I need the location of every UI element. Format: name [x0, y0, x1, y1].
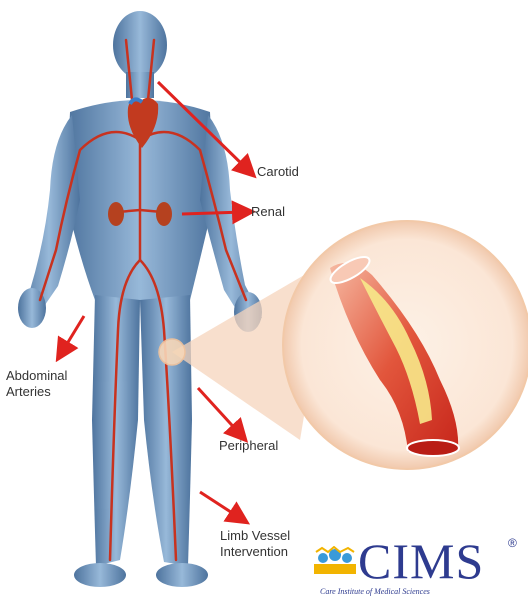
left-kidney: [108, 202, 124, 226]
magnified-spot: [159, 339, 185, 365]
cims-logo-text: CIMS: [358, 536, 484, 586]
label-renal: Renal: [251, 204, 285, 220]
arrow-abdominal: [62, 316, 84, 352]
label-abdominal-arteries: Abdominal Arteries: [6, 368, 86, 400]
arrow-peripheral: [198, 388, 240, 434]
cims-tagline: Care Institute of Medical Sciences: [320, 587, 430, 596]
label-carotid: Carotid: [257, 164, 299, 180]
arrow-renal: [182, 212, 244, 214]
label-peripheral: Peripheral: [219, 438, 278, 454]
label-limb-vessel-intervention: Limb Vessel Intervention: [220, 528, 320, 560]
arrow-limb: [200, 492, 240, 518]
right-kidney: [156, 202, 172, 226]
registered-mark: ®: [508, 536, 517, 550]
cims-logo-icon: [314, 546, 356, 580]
human-body: [18, 11, 262, 587]
